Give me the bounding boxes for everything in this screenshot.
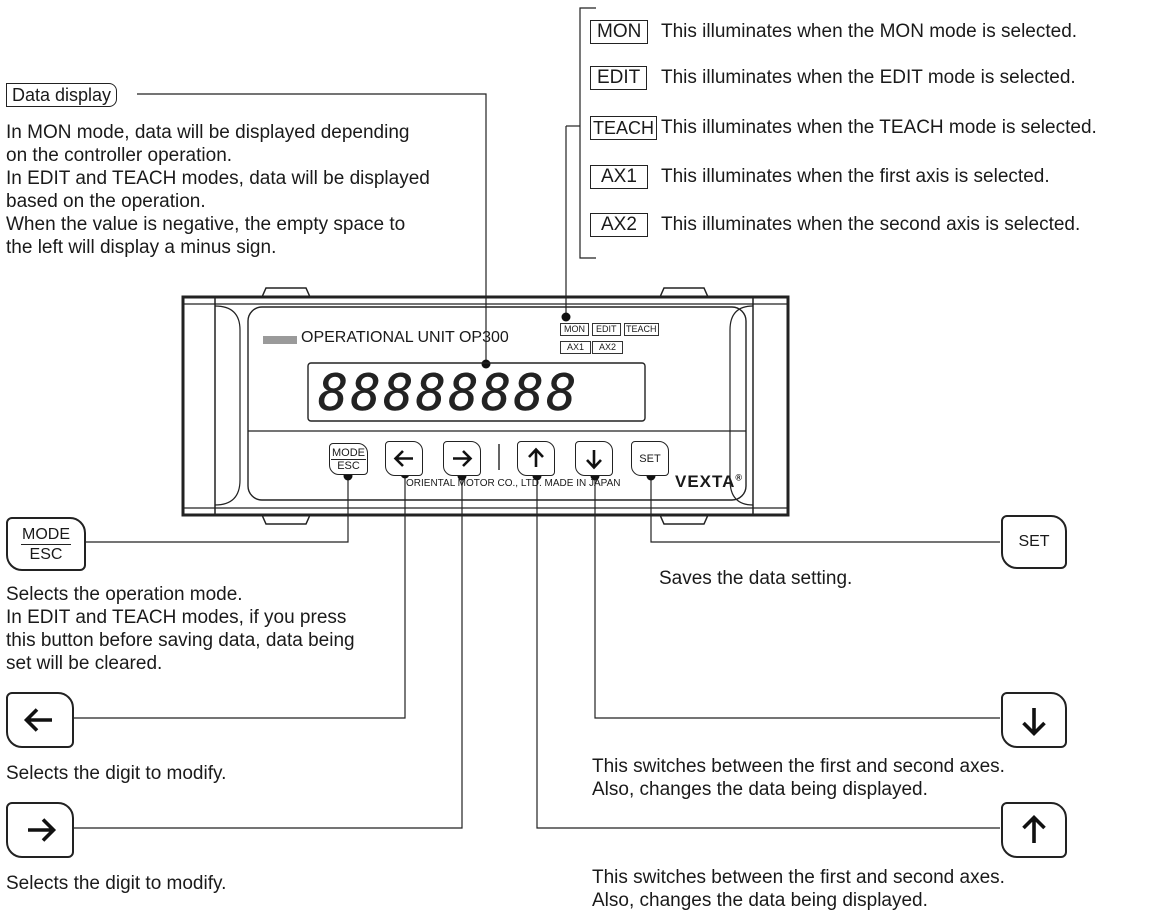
seven-segment-display: 88888888 [318, 364, 579, 422]
indicator-mon-desc: This illuminates when the MON mode is se… [661, 21, 1078, 42]
data-display-line: In MON mode, data will be displayed depe… [6, 122, 410, 143]
indicator-edit-desc: This illuminates when the EDIT mode is s… [661, 67, 1076, 88]
device-indicator-ax1: AX1 [560, 341, 592, 354]
indicator-edit-label: EDIT [590, 66, 648, 90]
device-left-key[interactable] [385, 441, 423, 476]
down-key-desc-line: This switches between the first and seco… [592, 756, 1005, 777]
mode-esc-desc-line: set will be cleared. [6, 653, 163, 674]
arrow-left-icon [23, 708, 52, 732]
device-indicator-teach: TEACH [624, 323, 659, 336]
down-key-desc-line: Also, changes the data being displayed. [592, 779, 928, 800]
arrow-up-icon [1022, 814, 1046, 843]
indicator-mon-label: MON [590, 20, 649, 44]
device-footer: ORIENTAL MOTOR CO., LTD. MADE IN JAPAN [406, 478, 621, 489]
indicator-ax1-label: AX1 [590, 165, 648, 189]
set-key-desc: Saves the data setting. [659, 568, 853, 589]
arrow-right-icon [453, 450, 473, 467]
arrow-up-icon [528, 447, 544, 467]
device-up-key[interactable] [517, 441, 555, 476]
device-indicator-mon: MON [560, 323, 589, 336]
mode-esc-desc-line: In EDIT and TEACH modes, if you press [6, 607, 347, 628]
device-down-key[interactable] [575, 441, 613, 476]
device-title: OPERATIONAL UNIT OP300 [301, 329, 509, 346]
data-display-label: Data display [6, 83, 118, 107]
arrow-down-icon [1022, 708, 1046, 737]
arrow-down-icon [586, 450, 602, 470]
arrow-left-icon [393, 450, 413, 467]
right-key-desc: Selects the digit to modify. [6, 873, 227, 894]
indicator-teach-label: TEACH [590, 116, 658, 140]
mode-esc-desc-line: Selects the operation mode. [6, 584, 243, 605]
data-display-line: based on the operation. [6, 191, 206, 212]
device-brand: VEXTA® [675, 472, 744, 491]
data-display-line: When the value is negative, the empty sp… [6, 214, 406, 235]
callout-left-key [6, 692, 74, 748]
left-key-desc: Selects the digit to modify. [6, 763, 227, 784]
device-set-key[interactable]: SET [631, 441, 669, 476]
callout-right-key [6, 802, 74, 858]
callout-up-key [1001, 802, 1067, 858]
callout-down-key [1001, 692, 1067, 748]
data-display-line: on the controller operation. [6, 145, 233, 166]
data-display-line: In EDIT and TEACH modes, data will be di… [6, 168, 430, 189]
data-display-line: the left will display a minus sign. [6, 237, 277, 258]
mode-esc-desc-line: this button before saving data, data bei… [6, 630, 355, 651]
up-key-desc-line: This switches between the first and seco… [592, 867, 1005, 888]
device-indicator-edit: EDIT [592, 323, 621, 336]
arrow-right-icon [28, 818, 57, 842]
indicator-ax2-desc: This illuminates when the second axis is… [661, 214, 1081, 235]
indicator-ax1-desc: This illuminates when the first axis is … [661, 166, 1050, 187]
indicator-ax2-label: AX2 [590, 213, 648, 237]
device-right-key[interactable] [443, 441, 481, 476]
callout-set-key: SET [1001, 515, 1067, 569]
up-key-desc-line: Also, changes the data being displayed. [592, 890, 928, 911]
indicator-teach-desc: This illuminates when the TEACH mode is … [661, 117, 1097, 138]
device-indicator-ax2: AX2 [592, 341, 624, 354]
